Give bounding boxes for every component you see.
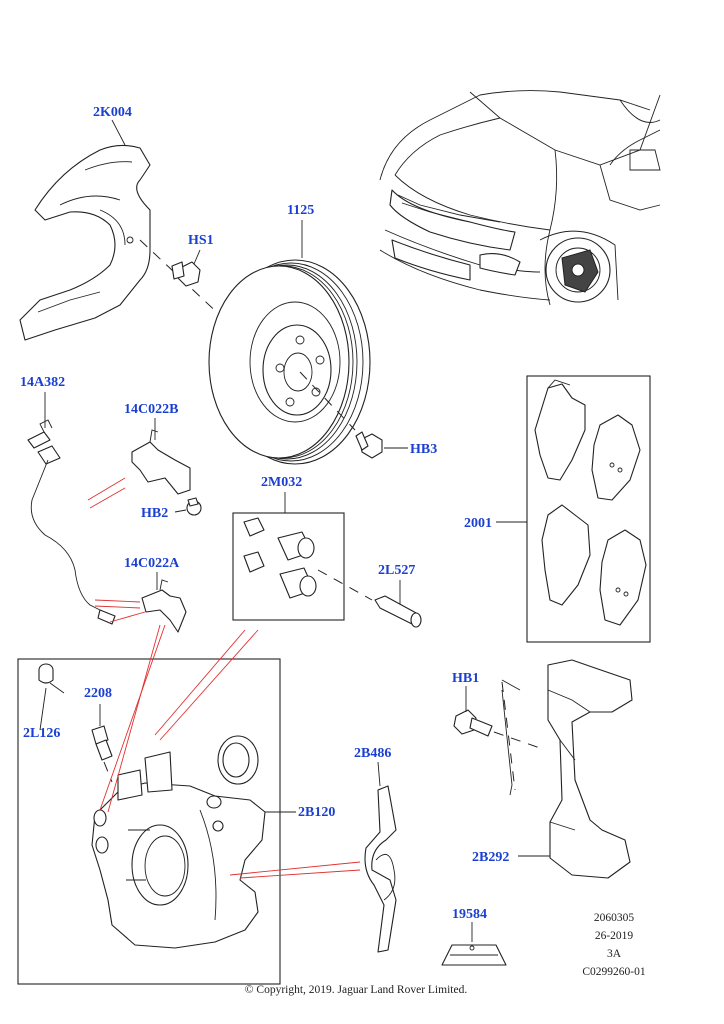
label-hb2: HB2 [141, 506, 168, 521]
label-grease: 19584 [452, 907, 487, 922]
label-sensor: 14A382 [20, 375, 65, 390]
caliper-group [17, 624, 361, 985]
label-pin: 2L527 [378, 563, 415, 578]
label-hs1: HS1 [188, 233, 214, 248]
vehicle-illustration [379, 90, 661, 306]
bolt-hb3 [355, 431, 408, 459]
label-bleed-screw: 2208 [84, 686, 112, 701]
label-bracket-a: 14C022A [124, 556, 180, 571]
brake-pads [496, 375, 651, 643]
guide-pin [374, 580, 422, 628]
anti-rattle-spring [364, 761, 397, 953]
caliper-carrier [501, 659, 633, 879]
label-hb3: HB3 [410, 442, 437, 457]
bolt-hb2 [174, 497, 202, 516]
wear-sensor [27, 392, 146, 625]
label-spring: 2B486 [354, 746, 391, 761]
meta-line-2: 26-2019 [595, 930, 634, 942]
copyright-text: © Copyright, 2019. Jaguar Land Rover Lim… [245, 984, 468, 996]
label-bracket-b: 14C022B [124, 402, 178, 417]
grease-sachet [441, 922, 507, 966]
bracket-b [131, 418, 191, 495]
meta-line-3: 3A [607, 948, 622, 960]
label-caliper: 2B120 [298, 805, 335, 820]
meta-line-4: C0299260-01 [582, 966, 646, 978]
label-pads: 2001 [464, 516, 492, 531]
label-cap: 2L126 [23, 726, 60, 741]
label-disc: 1125 [287, 203, 314, 218]
label-hb1: HB1 [452, 671, 479, 686]
label-carrier: 2B292 [472, 850, 509, 865]
bolt-hb1 [453, 686, 541, 749]
guide-kit [232, 492, 373, 621]
brake-shield [19, 119, 226, 341]
bolt-hs1 [171, 249, 201, 287]
brake-disc [208, 220, 371, 465]
meta-line-1: 2060305 [594, 912, 635, 924]
label-kit: 2M032 [261, 475, 302, 490]
label-shield: 2K004 [93, 105, 132, 120]
bracket-a [141, 572, 187, 633]
